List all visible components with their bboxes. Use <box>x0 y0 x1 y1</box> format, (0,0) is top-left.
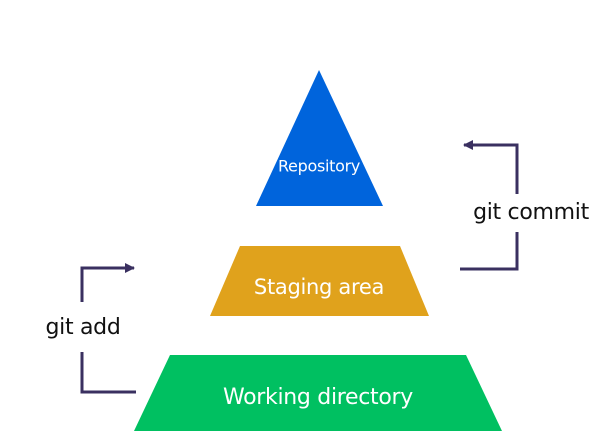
working-directory-label: Working directory <box>223 385 413 410</box>
git-commit-label: git commit <box>473 200 590 225</box>
git-add-label: git add <box>45 315 120 340</box>
git-add-arrow-upper <box>80 263 135 302</box>
working-directory-shape <box>134 355 502 431</box>
repository-shape <box>256 70 383 206</box>
git-commit-arrow-lower <box>460 232 519 271</box>
git-commit-flow: git commit <box>460 140 590 271</box>
git-add-flow: git add <box>45 263 136 394</box>
working-directory-layer: Working directory <box>134 355 502 431</box>
staging-area-shape <box>210 246 429 316</box>
git-commit-arrow-upper <box>463 140 519 194</box>
repository-layer: Repository <box>256 70 383 206</box>
repository-label: Repository <box>278 157 360 176</box>
git-add-arrow-lower <box>80 352 136 394</box>
staging-area-label: Staging area <box>254 275 384 299</box>
staging-area-layer: Staging area <box>210 246 429 316</box>
